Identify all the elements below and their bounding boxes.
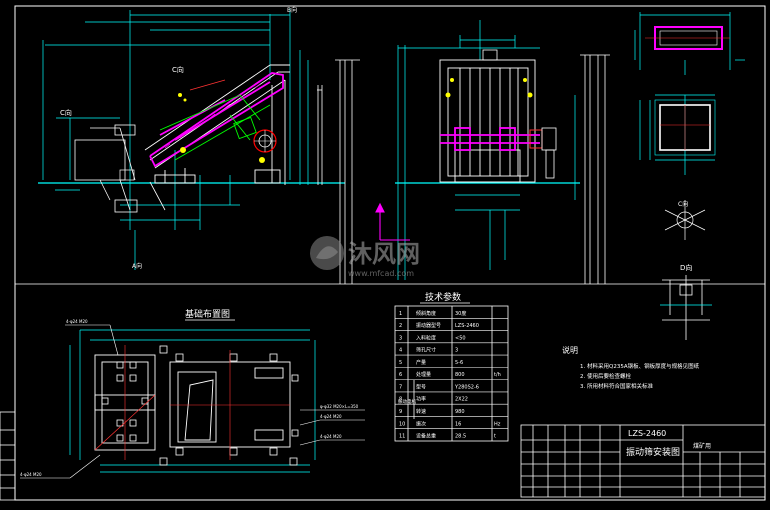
table-cell-no: 10 [399,421,405,427]
spring-supports [178,93,265,163]
table-cell-value: Y280S2-6 [454,384,479,390]
table-cell-name: 产量 [416,359,426,366]
callout-4: 4-φ24 M20 [320,434,342,439]
table-cell-no: 6 [399,372,402,378]
table-cell-name: 处理量 [416,371,431,378]
table-cell-value: 2X22 [455,397,468,403]
project-name: 煤矿用 [693,442,711,450]
table-cell-unit: t [494,434,496,440]
drawing-frame [14,5,766,501]
table-cell-name: 入料粒度 [416,334,436,341]
callout-3: 4-φ24 M20 [320,414,342,419]
table-cell-value: 980 [455,409,465,415]
front-elevation-view [375,20,610,284]
watermark-text: 沐风网 [348,240,420,268]
detail-d-label: D向 [680,263,692,272]
table-cell-name: 型号 [416,383,426,390]
table-cell-unit: t/h [494,372,501,378]
table-cell-value: <50 [455,335,466,341]
table-cell-name: 功率 [416,396,426,403]
callout-2: φ-φ32 M20×L=350 [320,404,359,409]
motor-group-label: 振动电机 [398,398,416,405]
table-cell-no: 8 [399,397,402,403]
notes-title: 说明 [562,345,578,355]
note-3: 3. 所用材料符合国家相关标准 [580,382,653,390]
table-cell-no: 11 [399,434,405,440]
view-mark-5: C向 [678,200,688,208]
title-block: LZS-2460 振动筛安装图 煤矿用 [520,424,766,498]
table-cell-name: 倾斜角度 [416,310,436,317]
foundation-title: 基础布置图 [185,308,230,320]
table-cell-no: 3 [399,335,402,341]
view-mark-3: B向 [287,6,297,14]
bolt-cross-detail [664,200,706,240]
table-cell-name: 筛孔尺寸 [416,347,436,354]
watermark: 沐风网 www.mfcad.com [310,236,420,278]
table-row-lines [395,317,508,430]
note-1: 1. 材料采用Q235A钢板、钢板厚度与规格见图纸 [580,362,700,370]
vibration-motor-symbol [253,129,277,153]
detail-d-view [660,275,712,340]
table-cells: 1 倾斜角度 30度 2 振动器型号 LZS-2460 3 入料粒度 <50 4 筛孔尺寸 3 5 产量 5… [399,310,501,440]
table-cell-name: 振次 [416,420,426,427]
model-number: LZS-2460 [628,429,666,438]
table-cell-value: LZS-2460 [455,323,479,329]
table-cell-name: 转速 [416,408,426,415]
tech-parameter-table: 技术参数 1 倾斜角度 30度 2 振动器型号 LZS-2460 3 入料粒度 <50 4 筛孔尺寸… [394,291,509,442]
callout-5: 4-φ24 M20 [20,472,42,477]
table-cell-value: 5-6 [455,360,463,366]
callout-1: 4-φ24 M20 [66,319,88,324]
table-cell-value: 28.5 [455,434,466,440]
table-cell-no: 1 [399,311,402,317]
table-cell-no: 4 [399,348,402,354]
view-mark-4: A向 [132,262,142,270]
table-cell-unit: Hz [494,421,501,427]
table-cell-name: 设备总重 [416,433,436,440]
tech-title: 技术参数 [425,291,461,303]
table-cell-value: 800 [455,372,465,378]
table-cell-no: 9 [399,409,402,415]
table-cell-value: 30度 [455,310,466,317]
watermark-url: www.mfcad.com [348,269,414,278]
table-cell-name: 振动器型号 [416,322,441,329]
table-cell-value: 3 [455,348,458,354]
direction-arrow [375,202,410,241]
table-cell-no: 5 [399,360,402,366]
table-cell-no: 2 [399,323,402,329]
notes-section: 说明 1. 材料采用Q235A钢板、钢板厚度与规格见图纸 2. 使用后要检查螺栓… [562,345,700,390]
table-cell-no: 7 [399,384,402,390]
drawing-title: 振动筛安装图 [626,446,680,458]
table-cell-value: 16 [455,421,461,427]
margin-strip [0,411,16,501]
top-detail-views: C向 D向 [634,12,745,340]
view-mark-1: C向 [60,108,72,117]
side-elevation-view: C向 C向 B向 A向 [38,6,360,284]
view-mark-2: C向 [172,65,184,74]
note-2: 2. 使用后要检查螺栓 [580,372,631,380]
foundation-plan: 基础布置图 [20,308,365,479]
